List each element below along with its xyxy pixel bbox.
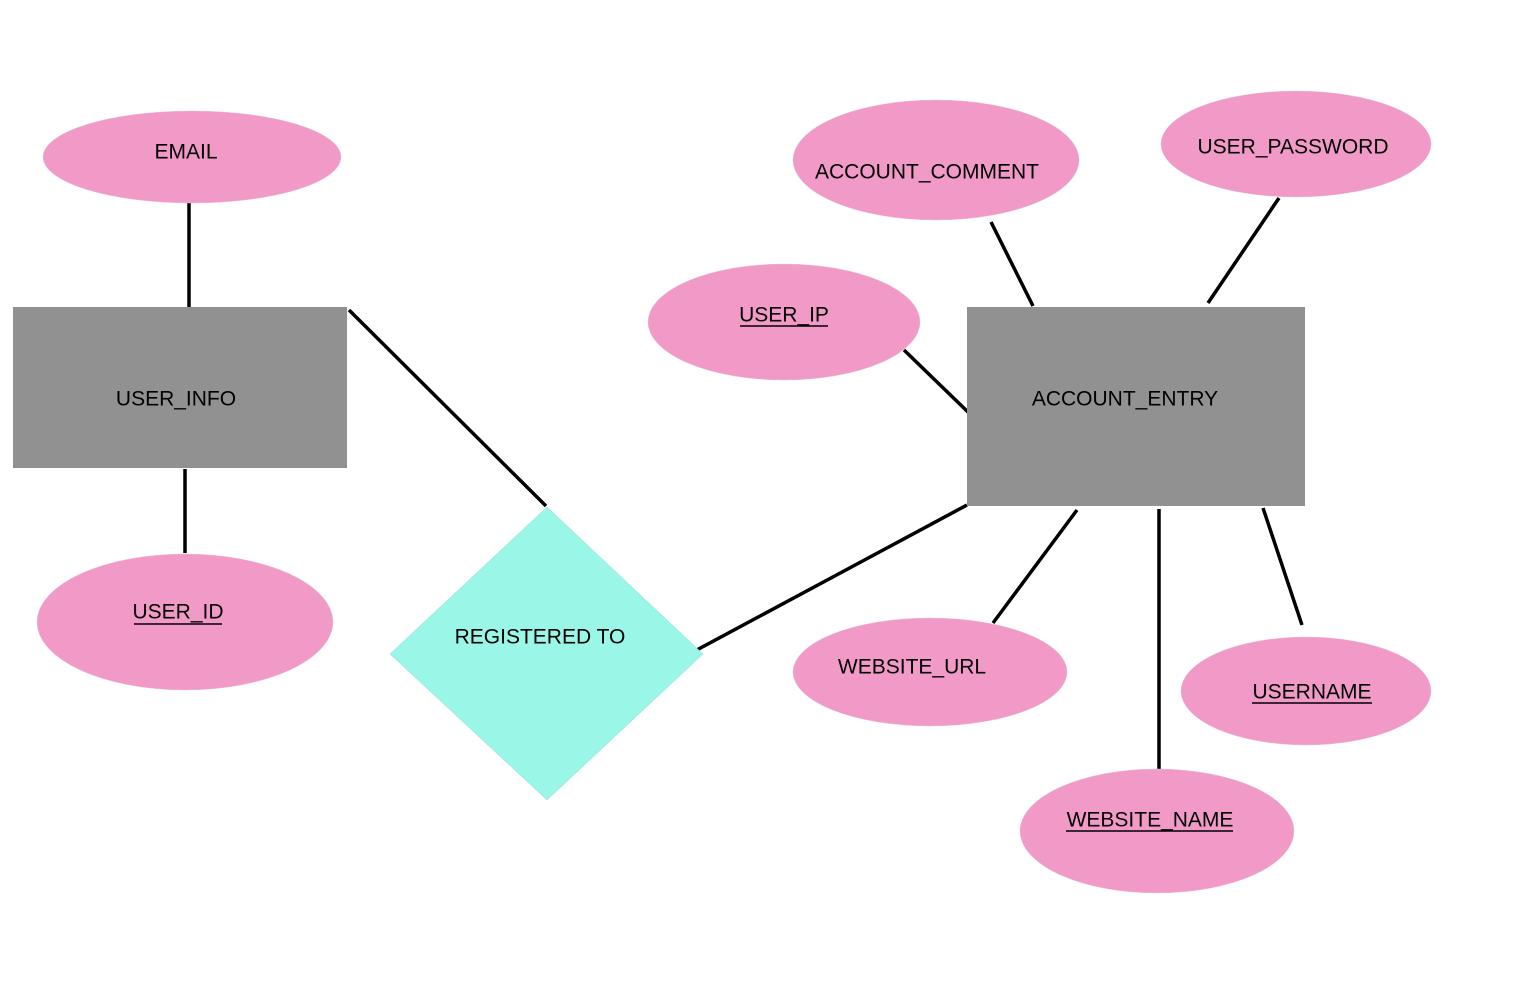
connector-username-account-entry [1261, 507, 1304, 626]
attribute-label: EMAIL [154, 141, 217, 164]
entity-account-entry[interactable]: ACCOUNT_ENTRY [967, 307, 1305, 506]
attribute-label: USERNAME [1252, 681, 1371, 704]
attribute-ellipse [792, 617, 1068, 727]
entity-user-info[interactable]: USER_INFO [13, 307, 347, 468]
attribute-account-comment[interactable]: ACCOUNT_COMMENT [792, 99, 1080, 221]
attribute-label: USER_PASSWORD [1198, 136, 1389, 159]
connector-user-ip-account-entry [902, 348, 971, 415]
attribute-label: ACCOUNT_COMMENT [815, 161, 1039, 184]
connector-website-url-account-entry [991, 508, 1079, 625]
attribute-label: USER_IP [739, 304, 829, 327]
relationship-label: REGISTERED TO [455, 626, 626, 649]
connector-user-info-registered-to [347, 308, 548, 508]
relationship-diamond [389, 506, 704, 801]
connector-account-comment-account-entry [989, 221, 1035, 307]
attribute-ellipse [647, 263, 921, 381]
attribute-website-name[interactable]: WEBSITE_NAME [1019, 768, 1295, 894]
attribute-ellipse [1160, 90, 1432, 198]
relationship-registered-to[interactable]: REGISTERED TO [389, 506, 704, 801]
connectors [183, 197, 1304, 769]
entity-box [13, 307, 347, 468]
attribute-ellipse [1180, 636, 1432, 746]
attribute-website-url[interactable]: WEBSITE_URL [792, 617, 1068, 727]
attribute-label: WEBSITE_URL [838, 656, 986, 679]
entity-label: USER_INFO [116, 388, 236, 411]
attribute-user-password[interactable]: USER_PASSWORD [1160, 90, 1432, 198]
attribute-label: WEBSITE_NAME [1067, 809, 1234, 832]
attribute-ellipse [792, 99, 1080, 221]
attribute-username[interactable]: USERNAME [1180, 636, 1432, 746]
attribute-label: USER_ID [132, 601, 223, 624]
connector-user-password-account-entry [1206, 197, 1281, 304]
attribute-ellipse [42, 110, 342, 204]
entity-label: ACCOUNT_ENTRY [1032, 388, 1218, 411]
attribute-email[interactable]: EMAIL [42, 110, 342, 204]
attribute-ellipse [36, 553, 334, 691]
attribute-user-id[interactable]: USER_ID [36, 553, 334, 691]
attribute-user-ip[interactable]: USER_IP [647, 263, 921, 381]
entity-box [967, 307, 1305, 506]
connector-registered-to-account-entry [692, 503, 968, 654]
